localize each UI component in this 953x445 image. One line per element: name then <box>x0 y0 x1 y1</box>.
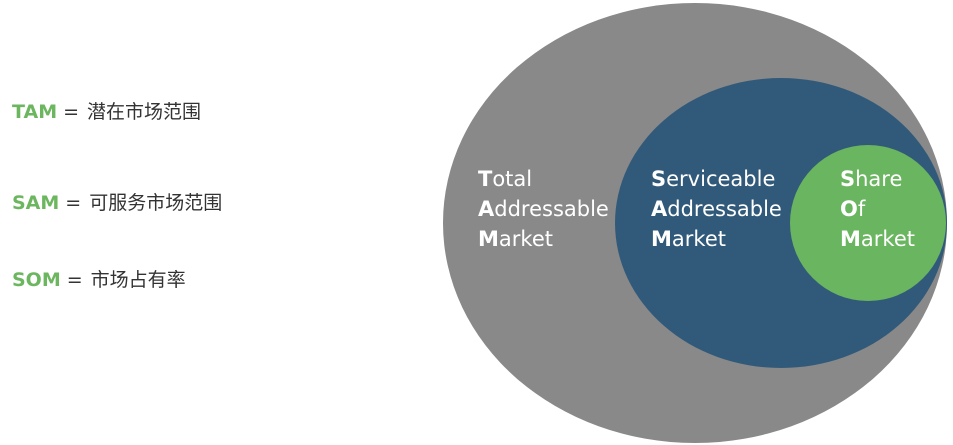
legend-abbr-som: SOM <box>12 269 61 291</box>
som-line2-rest: f <box>858 197 866 221</box>
legend-equals: = <box>63 101 80 123</box>
tam-line3-initial: M <box>478 227 499 251</box>
sam-line1-initial: S <box>651 167 666 191</box>
sam-line3-initial: M <box>651 227 672 251</box>
som-line3-rest: arket <box>861 227 915 251</box>
tam-label: Total <box>478 167 532 191</box>
som-label: Share <box>840 167 902 191</box>
tam-line3-rest: arket <box>499 227 553 251</box>
legend-abbr-tam: TAM <box>12 101 58 123</box>
sam-label: Addressable <box>651 197 782 221</box>
legend-abbr-sam: SAM <box>12 192 60 214</box>
som-label: Of <box>840 197 866 221</box>
som-label: Market <box>840 227 915 251</box>
legend-desc-sam: 可服务市场范围 <box>89 192 223 214</box>
legend-tam: TAM = 潜在市场范围 <box>12 100 201 124</box>
tam-line1-initial: T <box>478 167 493 191</box>
sam-line1-rest: erviceable <box>666 167 775 191</box>
legend-sam: SAM = 可服务市场范围 <box>12 191 222 215</box>
som-line3-initial: M <box>840 227 861 251</box>
sam-line3-rest: arket <box>672 227 726 251</box>
legend-desc-som: 市场占有率 <box>90 269 186 291</box>
sam-line2-initial: A <box>651 197 668 221</box>
legend-som: SOM = 市场占有率 <box>12 268 186 292</box>
legend-desc-tam: 潜在市场范围 <box>87 101 202 123</box>
legend-equals: = <box>65 192 82 214</box>
sam-label: Serviceable <box>651 167 775 191</box>
tam-label: Addressable <box>478 197 609 221</box>
sam-line2-rest: ddressable <box>667 197 782 221</box>
som-line1-initial: S <box>840 167 855 191</box>
som-line2-initial: O <box>840 197 858 221</box>
sam-label: Market <box>651 227 726 251</box>
som-circle <box>790 145 946 301</box>
tam-line2-rest: ddressable <box>494 197 609 221</box>
legend-equals: = <box>66 269 83 291</box>
tam-label: Market <box>478 227 553 251</box>
som-line1-rest: hare <box>855 167 902 191</box>
tam-line1-rest: otal <box>492 167 532 191</box>
tam-line2-initial: A <box>478 197 495 221</box>
